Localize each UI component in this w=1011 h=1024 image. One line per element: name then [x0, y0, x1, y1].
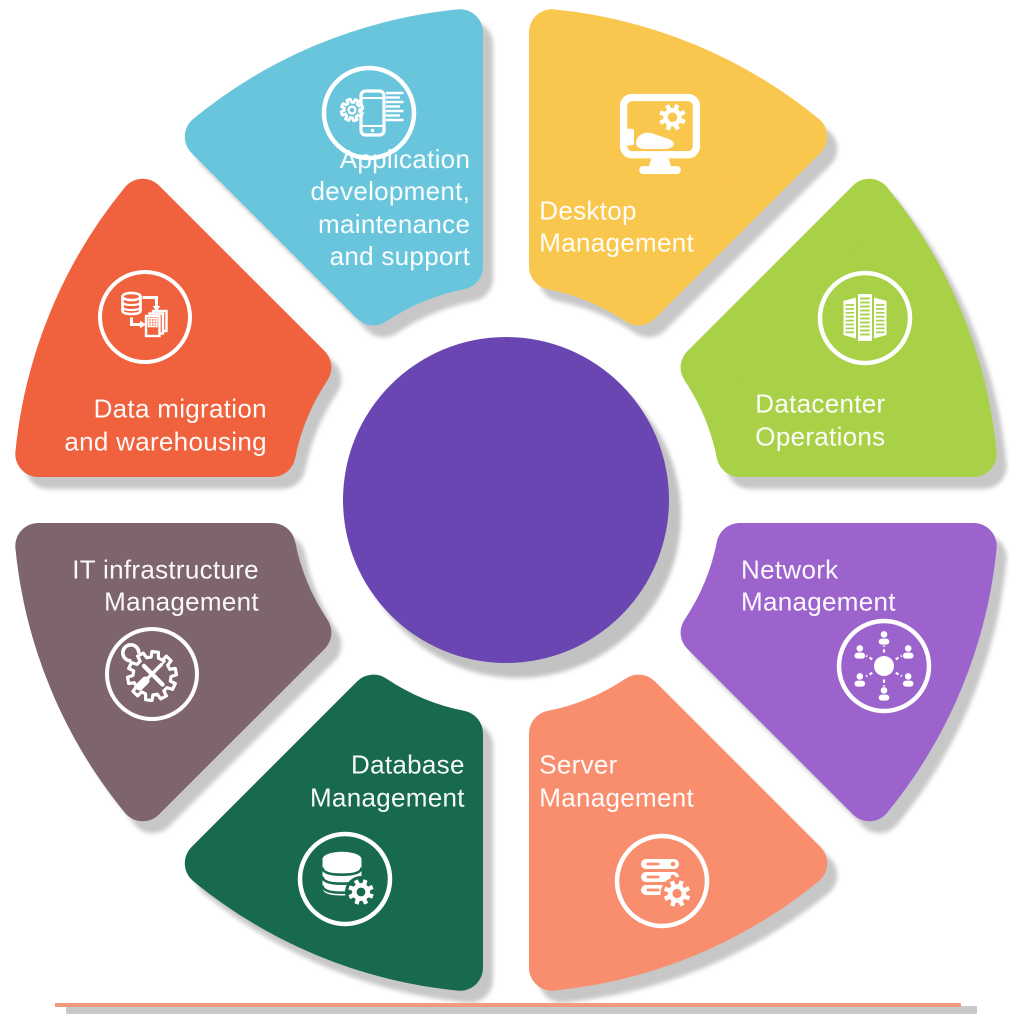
baseline-underline — [55, 1003, 961, 1007]
center-circle — [343, 337, 669, 663]
segment-application-development — [184, 9, 483, 326]
segment-database-management — [184, 674, 483, 991]
segment-datacenter-operations — [680, 178, 997, 477]
segment-server-management — [529, 674, 828, 991]
baseline-shadow — [66, 1006, 977, 1014]
segment-it-infrastructure-management — [15, 523, 332, 822]
segment-network-management — [680, 523, 997, 822]
segment-desktop-management — [529, 9, 828, 326]
segment-data-migration-warehousing — [15, 178, 332, 477]
